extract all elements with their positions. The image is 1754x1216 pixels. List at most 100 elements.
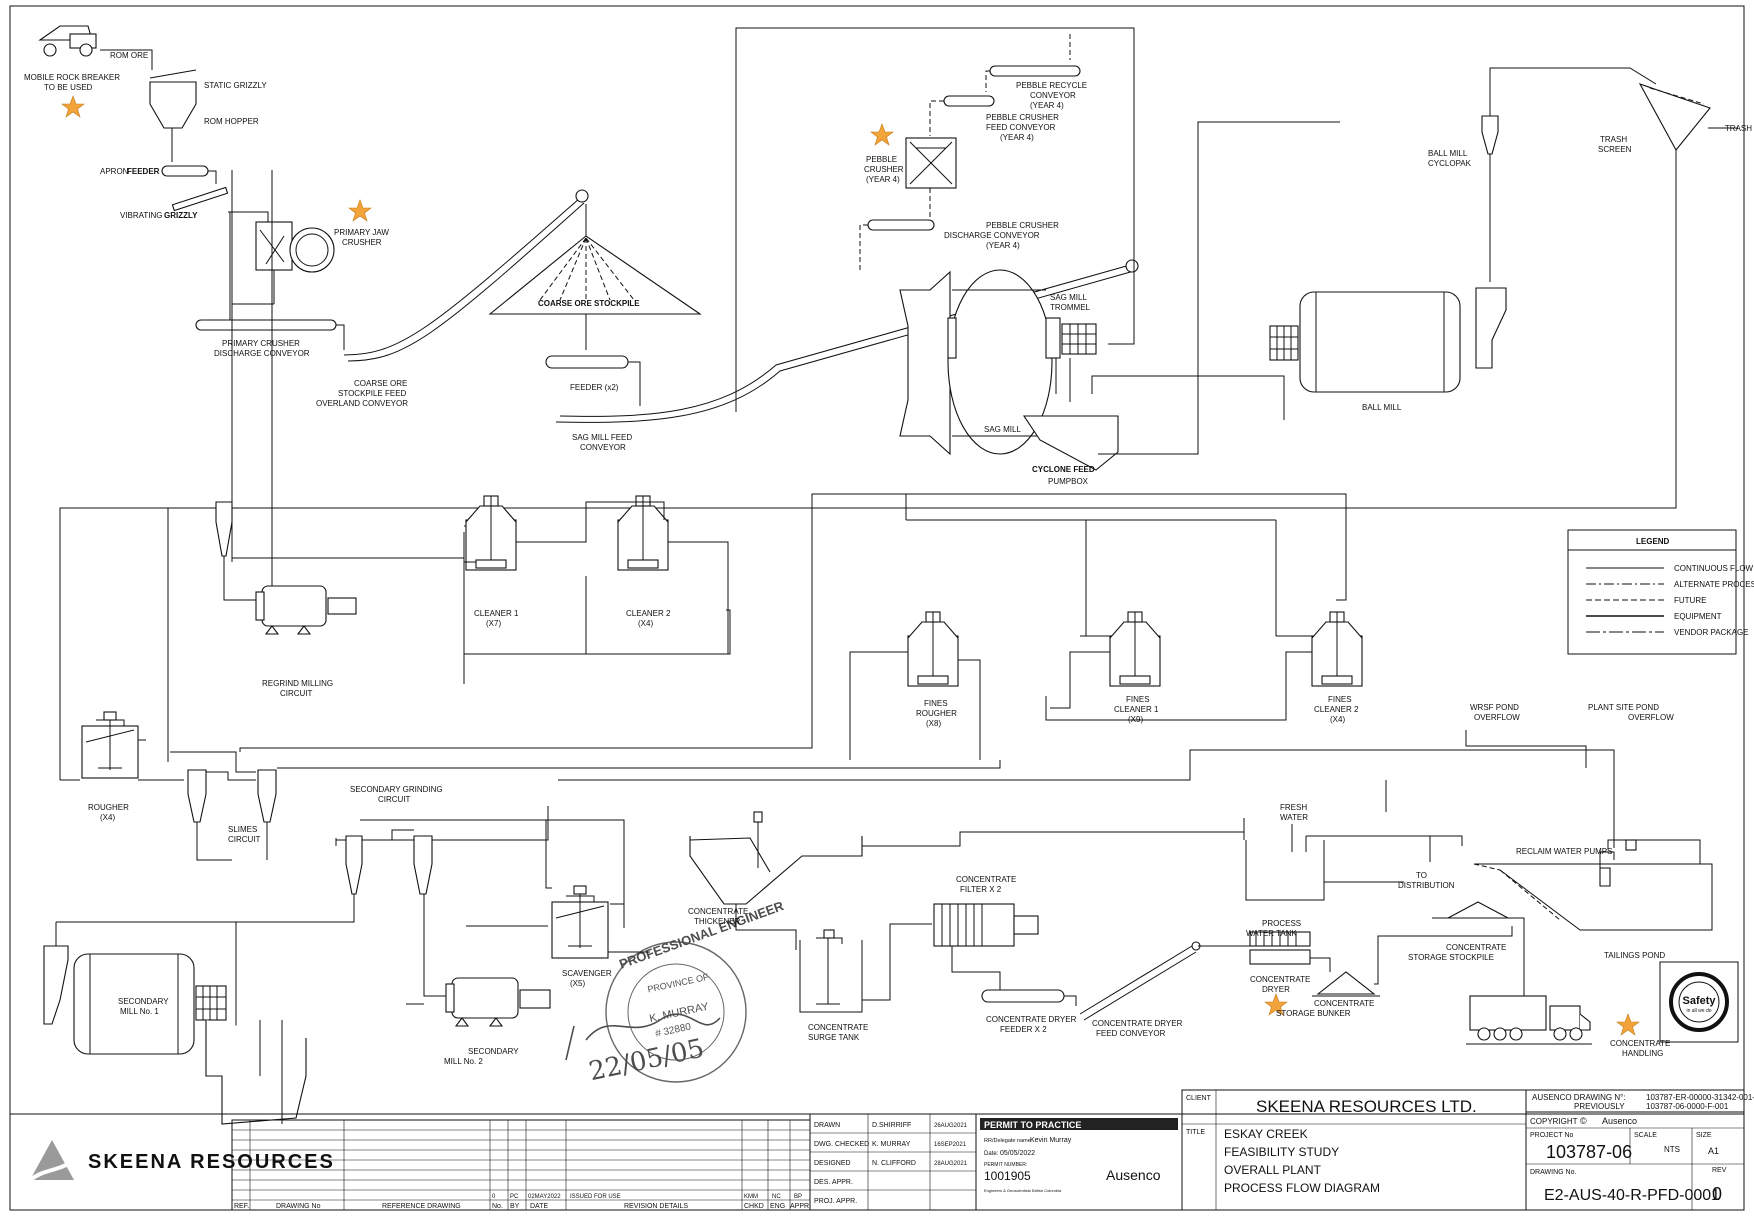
cyclopak-label-1: BALL MILL xyxy=(1428,149,1468,158)
fines-rougher-cell xyxy=(907,611,959,687)
stockpile-label-1: CONCENTRATE xyxy=(1446,943,1506,952)
flow-line xyxy=(59,150,1677,780)
pebble-recycle-label-3: (YEAR 4) xyxy=(1030,101,1064,110)
fines-rougher-label-3: (X8) xyxy=(926,719,941,728)
secondary-mill1-label-2: MILL No. 1 xyxy=(120,1007,159,1016)
rev-appr: BP xyxy=(794,1194,802,1200)
surge-agitator xyxy=(816,930,843,1005)
safety-badge: Safety in all we do xyxy=(1659,961,1739,1043)
filter-label-1: CONCENTRATE xyxy=(956,875,1016,884)
seal-date: 22/05/05 xyxy=(586,1034,706,1088)
wrsf-label-2: OVERFLOW xyxy=(1474,713,1520,722)
apron-label: APRON xyxy=(100,167,129,176)
flow-line xyxy=(232,532,465,586)
permit-number-label: PERMIT NUMBER: xyxy=(984,1162,1027,1168)
flow-line xyxy=(231,228,273,562)
flow-line xyxy=(1091,375,1285,420)
jaw-crusher-label-2: CRUSHER xyxy=(342,238,382,247)
wrsf-label-1: WRSF POND xyxy=(1470,703,1519,712)
conveyor-head-pulley xyxy=(1125,259,1139,273)
sag-trommel xyxy=(1061,323,1097,355)
rev-no: 0 xyxy=(492,1194,496,1200)
flow-line xyxy=(223,556,256,601)
grizzly-label: GRIZZLY xyxy=(164,211,198,220)
dryer-feed-conv-label-2: FEED CONVEYOR xyxy=(1096,1029,1166,1038)
sag-mill-trunnion xyxy=(947,317,957,359)
trommel-mesh xyxy=(1270,326,1298,360)
reclaim-pump xyxy=(1599,867,1611,887)
flow-line xyxy=(167,507,216,762)
primary-discharge-label-2: DISCHARGE CONVEYOR xyxy=(214,349,310,358)
pebble-feed-label-2: FEED CONVEYOR xyxy=(986,123,1056,132)
process-water-tank xyxy=(1245,840,1325,901)
permit-number: 1001905 xyxy=(984,1169,1031,1183)
pebble-recycle-label-1: PEBBLE RECYCLE xyxy=(1016,81,1087,90)
sag-feed-label-2: CONVEYOR xyxy=(580,443,626,452)
reclaim-pump-motor xyxy=(1625,839,1637,851)
signoff-role-5: PROJ. APPR. xyxy=(814,1198,857,1205)
scale-value: NTS xyxy=(1664,1145,1680,1154)
signature-stroke xyxy=(565,1025,575,1061)
pebble-recycle-label-2: CONVEYOR xyxy=(1030,91,1076,100)
cleaner-1-cell xyxy=(465,495,517,571)
col-by: BY xyxy=(510,1203,520,1210)
secondary-mill1-label-1: SECONDARY xyxy=(118,997,169,1006)
distribution-label-2: DISTRIBUTION xyxy=(1398,881,1455,890)
slimes-cyclone-2 xyxy=(257,769,277,823)
feeder-x2-label: FEEDER (x2) xyxy=(570,383,619,392)
trommel-mesh xyxy=(196,986,226,1020)
rom-hopper xyxy=(149,81,197,129)
ball-mill-heads xyxy=(1315,292,1445,392)
fines-cleaner2-label-3: (X4) xyxy=(1330,715,1345,724)
pebble-feed-conveyor xyxy=(943,95,995,107)
cleaner1-label-1: CLEANER 1 xyxy=(474,609,519,618)
copyright-label: COPYRIGHT xyxy=(1530,1117,1578,1126)
col-ref: REF. xyxy=(234,1203,249,1210)
reclaim-pumps-label: RECLAIM WATER PUMPS xyxy=(1516,847,1612,856)
client-label: CLIENT xyxy=(1186,1095,1212,1102)
fines-cleaner2-label-1: FINES xyxy=(1328,695,1352,704)
sag-feed-label-1: SAG MILL FEED xyxy=(572,433,632,442)
cleaner1-label-2: (X7) xyxy=(486,619,501,628)
filter-label-2: FILTER X 2 xyxy=(960,885,1002,894)
ball-mill-discharge-chute xyxy=(1475,287,1507,369)
star-marker xyxy=(348,199,372,222)
mill-supports xyxy=(454,1017,504,1027)
secondary-mill-2-motor xyxy=(519,989,551,1009)
col-no: No. xyxy=(492,1203,503,1210)
col-eng: ENG xyxy=(770,1203,785,1210)
rev-chkd: KMM xyxy=(744,1194,758,1200)
pebble-crusher-detail xyxy=(909,141,953,185)
flow-line xyxy=(1374,926,1513,985)
pebble-crusher-label-3: (YEAR 4) xyxy=(866,175,900,184)
stockpile-drawdown xyxy=(539,237,635,301)
ball-mill xyxy=(1299,291,1461,393)
future-flow-line xyxy=(985,70,990,92)
legend-item-3: FUTURE xyxy=(1674,596,1706,605)
col-chkd: CHKD xyxy=(744,1203,764,1210)
previously-label: PREVIOUSLY xyxy=(1574,1102,1625,1111)
haul-truck-icon xyxy=(38,25,97,57)
project-label: PROJECT No xyxy=(1530,1132,1574,1139)
rougher-label-1: ROUGHER xyxy=(88,803,129,812)
trash-label: TRASH xyxy=(1725,124,1752,133)
revision-cols xyxy=(249,1120,791,1210)
title-line-2: FEASIBILITY STUDY xyxy=(1224,1145,1339,1159)
pebble-discharge-label-3: (YEAR 4) xyxy=(986,241,1020,250)
secondary-cyclone-1 xyxy=(345,835,363,895)
pebble-recycle-conveyor xyxy=(989,65,1081,77)
fines-cleaner1-label-2: CLEANER 1 xyxy=(1114,705,1159,714)
dryer-label-1: CONCENTRATE xyxy=(1250,975,1310,984)
stockpile-label-2: STORAGE STOCKPILE xyxy=(1408,953,1494,962)
signoff-date-1: 26AUG2021 xyxy=(934,1123,968,1129)
flow-line xyxy=(464,501,729,654)
dryer-fins xyxy=(1255,932,1297,946)
sag-trommel-label-1: SAG MILL xyxy=(1050,293,1087,302)
safety-badge-sub: in all we do xyxy=(1686,1008,1711,1014)
permit-header: PERMIT TO PRACTICE xyxy=(984,1120,1081,1130)
flow-line xyxy=(236,894,442,997)
cleaner-2-cell xyxy=(617,495,669,571)
flow-line xyxy=(56,921,237,1060)
signoff-name-2: K. MURRAY xyxy=(872,1141,911,1148)
secondary-grinding-label-1: SECONDARY GRINDING xyxy=(350,785,443,794)
